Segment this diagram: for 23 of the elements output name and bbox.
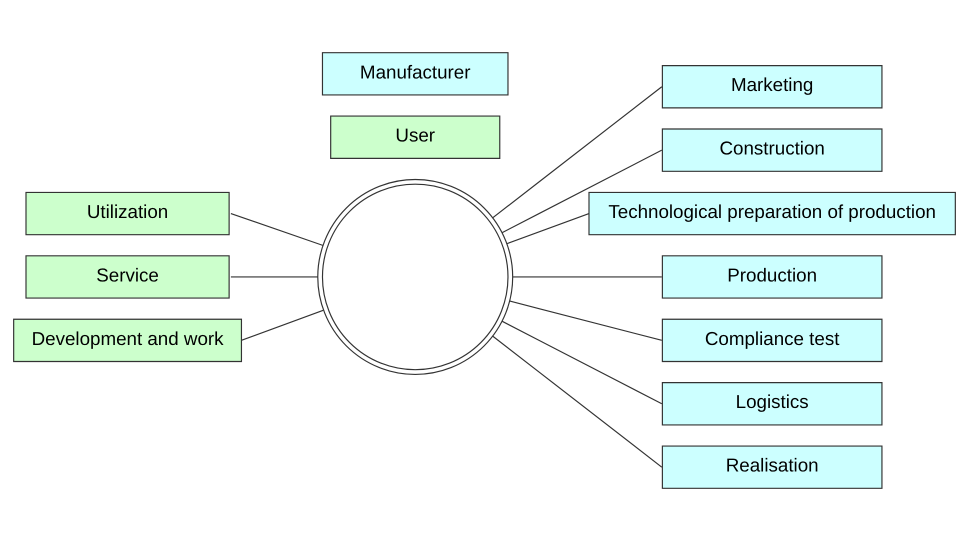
connector [492,335,662,468]
connector [502,149,662,233]
node-box: Logistics [662,382,883,425]
node-box: Technological preparation of production [588,191,956,235]
node-box: Service [25,254,230,298]
node-box: Construction [662,128,883,172]
node-box: Utilization [25,191,230,235]
connector [230,212,324,246]
node-box: Development and work [13,318,242,362]
node-box: Manufacturer [322,52,509,96]
connector [241,309,324,340]
connector [502,320,662,404]
node-box: Marketing [662,64,883,108]
connector [512,276,662,278]
node-box: User [330,115,500,158]
node-circle [317,178,514,374]
node-box: Realisation [662,444,883,488]
connector [230,276,318,278]
connector [507,212,590,244]
node-box: Production [662,254,883,298]
node-box: Compliance test [662,318,883,362]
connector [492,86,662,218]
connector [510,300,662,340]
